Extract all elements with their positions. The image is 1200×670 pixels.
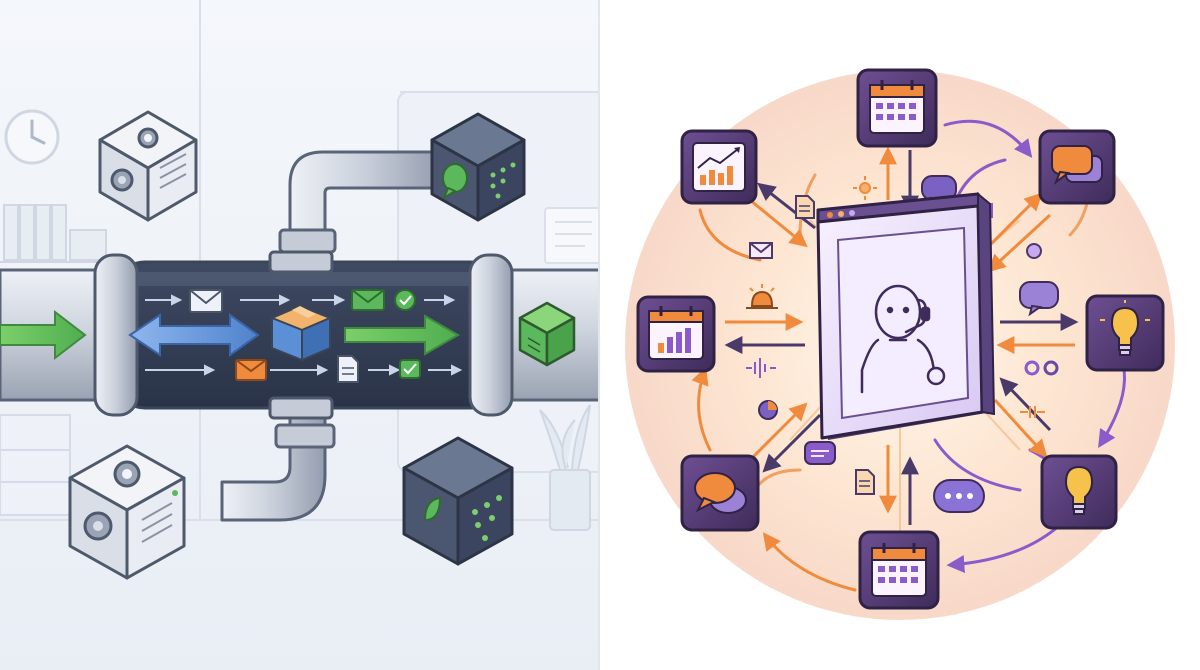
flow-items <box>128 289 463 383</box>
desk-drawers <box>0 414 71 516</box>
connection-arrows <box>724 146 1079 525</box>
package-icon <box>269 304 333 362</box>
agent-window <box>816 191 996 440</box>
waveform-icon <box>746 358 776 378</box>
doc-small-icon <box>795 195 815 219</box>
chat-icon <box>1051 145 1103 185</box>
gear-icon <box>110 127 159 192</box>
calendar-icon <box>876 103 916 120</box>
output-cube <box>518 301 576 367</box>
tile-calendar-chart-left <box>636 295 716 373</box>
envelope-small-icon <box>749 242 773 259</box>
tile-lightbulb-bottom-right <box>1040 454 1118 530</box>
lightbulb-icon <box>1064 465 1094 515</box>
bug-icon <box>1026 243 1042 259</box>
lower-pipe <box>220 398 336 522</box>
hub-scene <box>600 0 1200 670</box>
check-box-icon <box>399 359 421 379</box>
tile-chat-top-right <box>1038 129 1116 205</box>
tile-chat-bottom-left <box>680 454 760 532</box>
gear-doc-cube-bottom <box>68 444 186 580</box>
inflow-arrow <box>0 309 87 361</box>
green-envelope-icon <box>351 289 385 311</box>
typing-bubble-icon <box>933 479 985 513</box>
dots-icon <box>490 162 516 199</box>
resistor-icon <box>1020 406 1045 418</box>
bar-chart-icon <box>658 328 691 353</box>
tile-calendar-top <box>856 68 938 148</box>
document-icon <box>337 355 359 383</box>
doc-lines-icon <box>159 153 187 189</box>
chat-dots-small-icon <box>804 441 836 465</box>
robot-agent-icon <box>860 284 946 394</box>
pie-small-icon <box>758 400 778 420</box>
lightbulb-icon <box>1100 300 1150 356</box>
tile-chart-top-left <box>680 129 758 205</box>
envelope-icon <box>189 289 223 313</box>
pipeline-scene <box>0 0 600 670</box>
leaf-icon <box>424 497 441 521</box>
doc-bottom-icon <box>855 469 875 495</box>
chat-cube <box>430 112 526 222</box>
orange-envelope-icon <box>235 359 267 381</box>
dots-icon <box>472 495 502 541</box>
sun-icon <box>853 176 877 200</box>
clock-icon <box>4 109 60 165</box>
tile-lightbulb-right <box>1085 294 1165 372</box>
gear-doc-cube-top <box>98 110 198 222</box>
alarm-icon <box>746 284 778 309</box>
bidirectional-arrow <box>128 313 260 357</box>
chat-icon <box>694 472 747 514</box>
gears-small-icon <box>1024 360 1059 376</box>
check-icon <box>394 289 416 311</box>
floating-icons <box>746 175 1059 513</box>
calendar-icon <box>878 566 918 583</box>
green-flow-arrow <box>344 314 461 356</box>
chat-right-icon <box>1019 281 1059 317</box>
plant-icon <box>539 404 591 531</box>
binders-shelf <box>0 204 130 263</box>
chat-bubble-icon <box>442 163 468 199</box>
leaf-cube <box>402 436 514 566</box>
trend-chart-icon <box>697 147 740 185</box>
tile-calendar-bottom <box>858 530 940 610</box>
